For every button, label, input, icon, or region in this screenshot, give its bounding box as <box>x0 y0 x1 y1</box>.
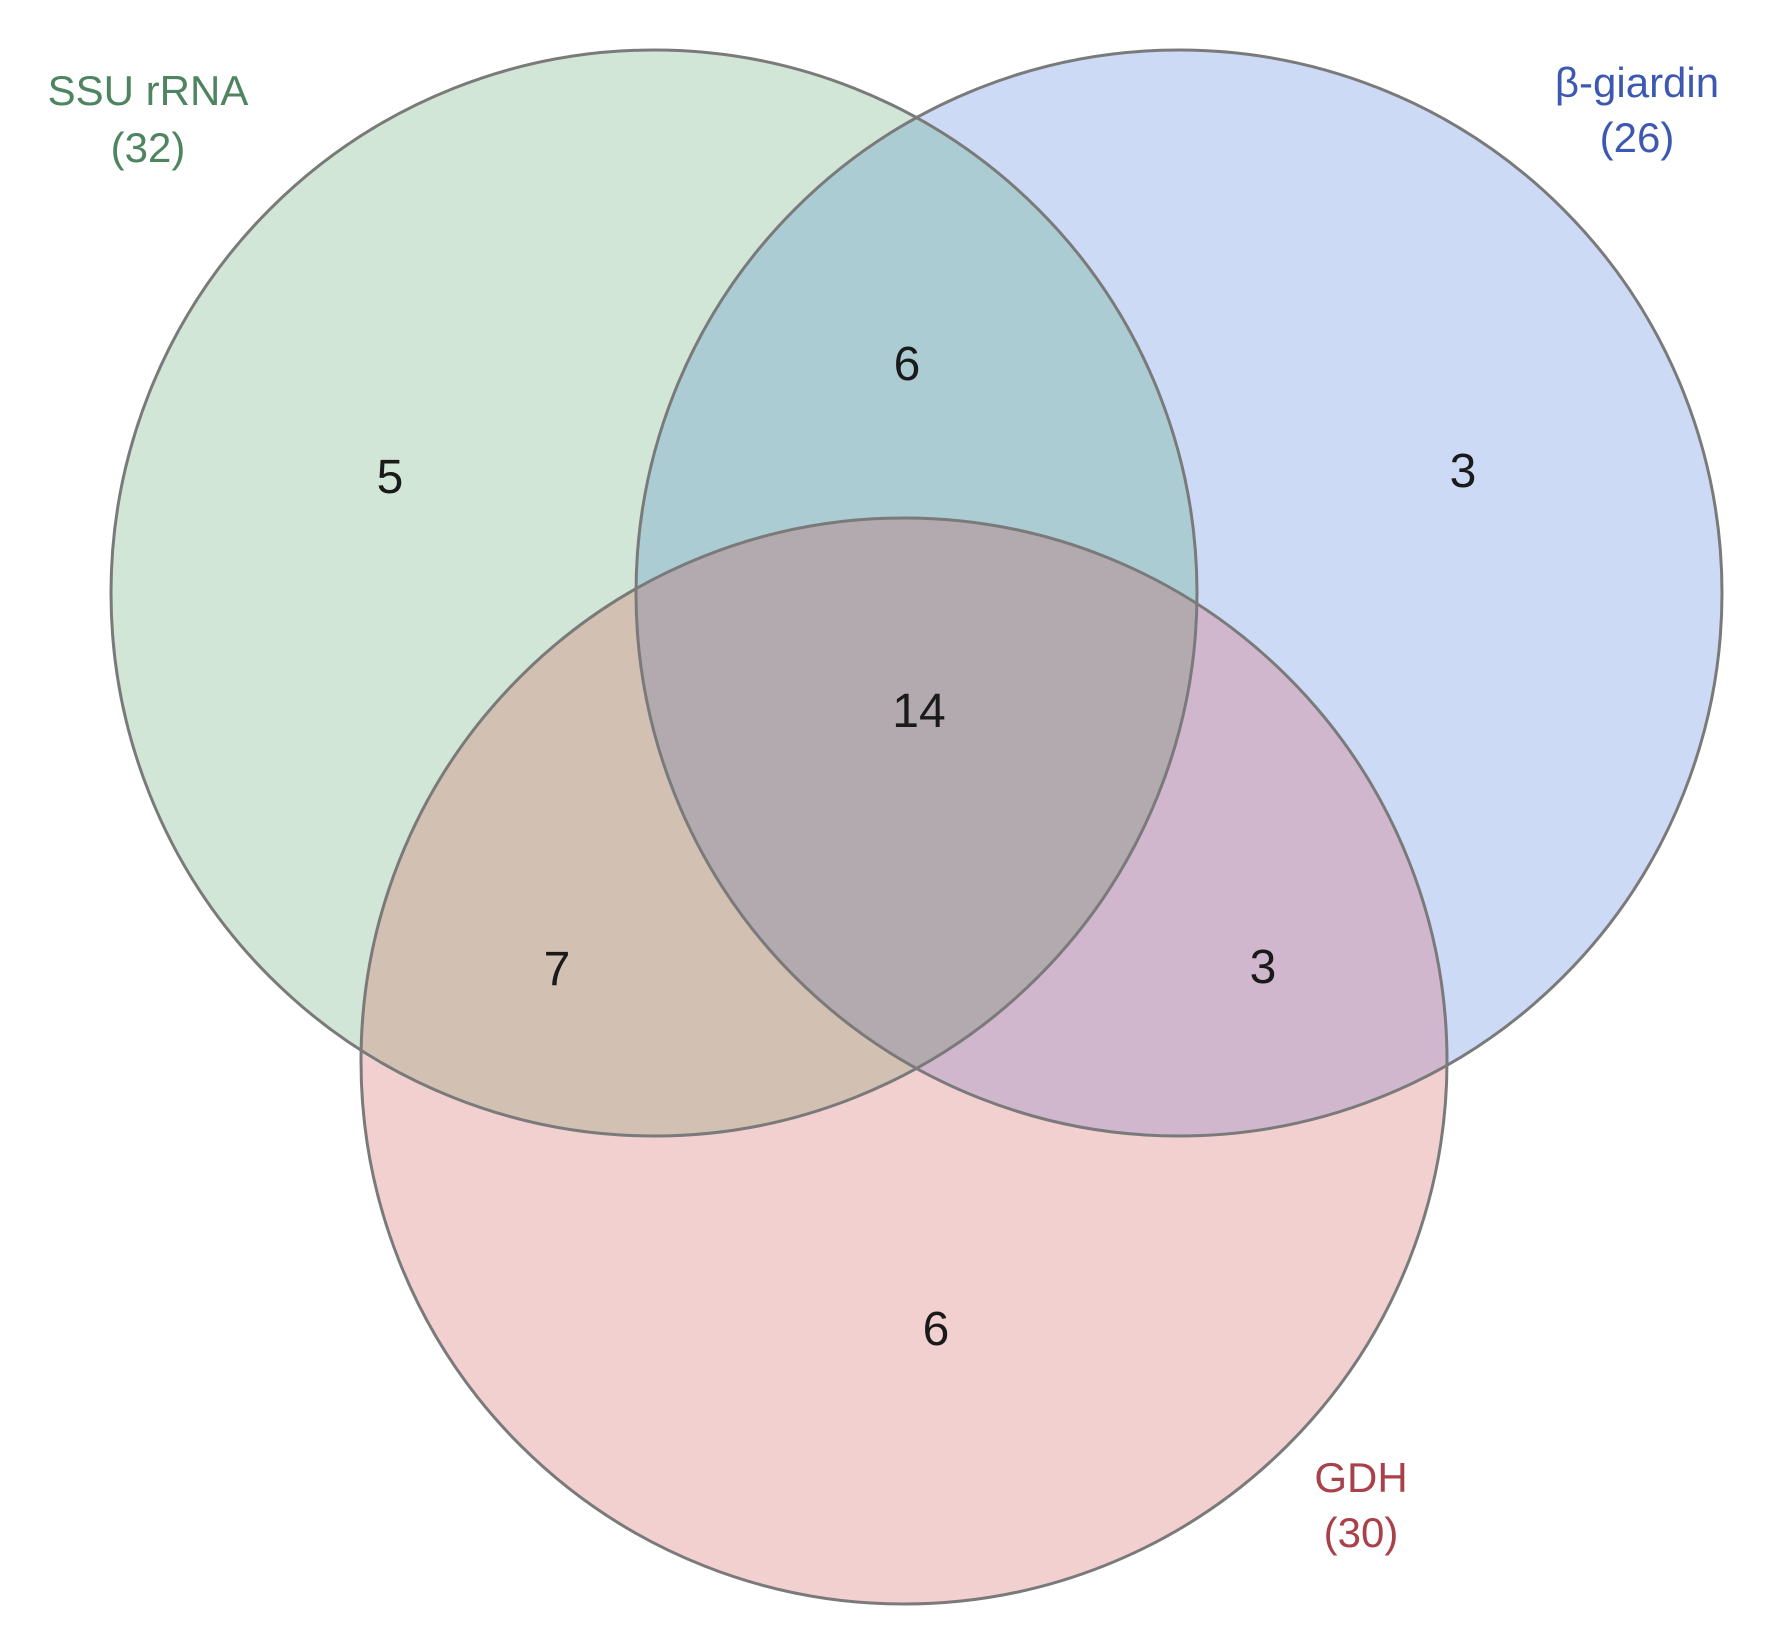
count-beta-only: 3 <box>1450 445 1477 498</box>
set-total-ssu-rrna: (32) <box>111 124 186 171</box>
set-label-beta-giardin: β-giardin <box>1555 59 1719 106</box>
count-beta-gdh: 3 <box>1250 941 1277 994</box>
set-label-ssu-rrna: SSU rRNA <box>48 67 249 114</box>
set-total-gdh: (30) <box>1324 1509 1399 1556</box>
outline-ssu-rrna <box>109 48 1199 1138</box>
count-all-three: 14 <box>892 685 945 738</box>
set-label-gdh: GDH <box>1314 1454 1407 1501</box>
count-ssu-beta: 6 <box>894 338 921 391</box>
count-ssu-only: 5 <box>377 451 404 504</box>
count-gdh-only: 6 <box>923 1303 950 1356</box>
count-ssu-gdh: 7 <box>544 943 571 996</box>
set-total-beta-giardin: (26) <box>1600 114 1675 161</box>
outline-gdh <box>359 516 1449 1606</box>
outline-beta-giardin <box>634 48 1724 1138</box>
